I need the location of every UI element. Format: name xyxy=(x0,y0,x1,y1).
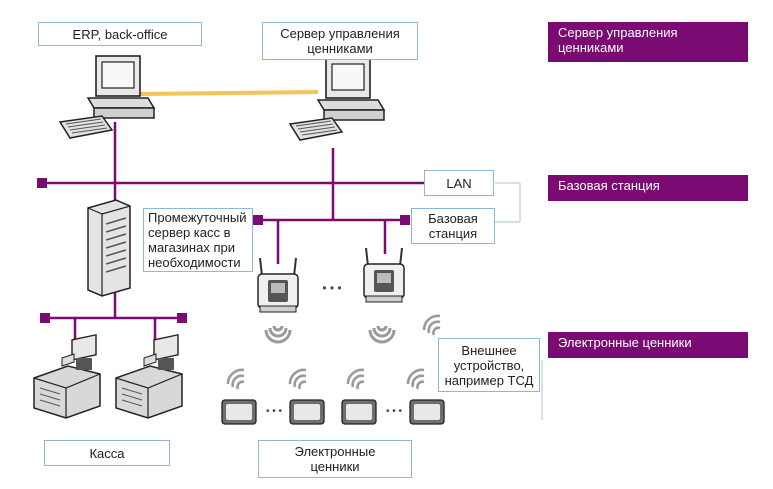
tag-ellipsis-1: • • • xyxy=(266,406,283,417)
wireless-access-point-icon xyxy=(363,247,405,303)
electronic-shelf-label-icon xyxy=(289,399,325,425)
wireless-signal-icon xyxy=(422,314,442,337)
cash-register-icon xyxy=(115,334,183,419)
cash-register-icon xyxy=(33,334,101,419)
pos-label: Касса xyxy=(44,440,170,466)
intermediate-server-label: Промежуточный сервер касс в магазинах пр… xyxy=(143,208,253,272)
wireless-signal-icon xyxy=(264,324,292,344)
wireless-signal-icon xyxy=(346,368,366,391)
esl-label: Электронные ценники xyxy=(258,440,412,478)
base-station-ellipsis: • • • xyxy=(322,281,341,295)
wireless-access-point-icon xyxy=(257,257,299,313)
electronic-shelf-label-icon xyxy=(341,399,377,425)
erp-label: ERP, back-office xyxy=(38,22,202,46)
label-server-label: Сервер управления ценниками xyxy=(262,22,418,60)
server-tower-icon xyxy=(87,199,131,297)
legend-label-server: Сервер управления ценниками xyxy=(548,22,748,62)
wireless-signal-icon xyxy=(226,368,246,391)
wireless-signal-icon xyxy=(368,324,396,344)
lan-label: LAN xyxy=(424,170,494,196)
desktop-computer-icon xyxy=(59,55,155,139)
wireless-signal-icon xyxy=(406,368,426,391)
base-station-label: Базовая станция xyxy=(411,208,495,244)
desktop-computer-icon xyxy=(289,57,385,141)
callout-lines xyxy=(495,182,543,420)
tag-ellipsis-2: • • • xyxy=(386,406,403,417)
network-lines xyxy=(42,122,435,346)
server-link xyxy=(139,90,319,96)
electronic-shelf-label-icon xyxy=(221,399,257,425)
electronic-shelf-label-icon xyxy=(409,399,445,425)
network-nodes xyxy=(37,178,410,323)
external-device-label: Внешнее устройство, например ТСД xyxy=(438,338,540,392)
legend-base-station: Базовая станция xyxy=(548,175,748,201)
legend-electronic-labels: Электронные ценники xyxy=(548,332,748,358)
wireless-signal-icon xyxy=(288,368,308,391)
